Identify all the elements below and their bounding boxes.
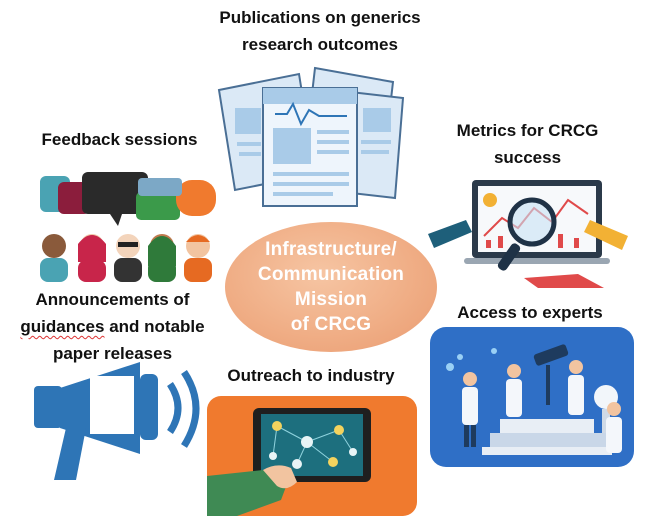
center-mission-oval: Infrastructure/ Communication Mission of… [225, 222, 437, 352]
center-line-1: Infrastructure/ [265, 239, 397, 260]
experts-line-1: Access to experts [457, 303, 603, 322]
scientists-lab-icon [430, 327, 634, 467]
publications-line-1: Publications on generics [219, 8, 421, 27]
experts-label: Access to experts [440, 299, 620, 326]
newspapers-icon [217, 66, 405, 207]
outreach-line-1: Outreach to industry [227, 366, 395, 385]
center-line-4: of CRCG [290, 314, 372, 335]
announcements-label: Announcements of guidances and notable p… [5, 286, 220, 367]
tablet-network-icon [207, 396, 417, 516]
metrics-line-2: success [493, 148, 562, 167]
feedback-line-1: Feedback sessions [41, 130, 198, 149]
center-line-2: Communication [257, 264, 405, 285]
announcements-line-3: paper releases [52, 344, 173, 363]
publications-label: Publications on generics research outcom… [190, 4, 450, 58]
announcements-notable-words: and notable [109, 317, 205, 336]
metrics-line-1: Metrics for CRCG [456, 121, 599, 140]
metrics-label: Metrics for CRCG success [435, 117, 620, 171]
magnifier-chart-icon [428, 180, 628, 288]
speech-bubbles-people-icon [38, 170, 220, 282]
megaphone-icon [34, 362, 200, 480]
center-line-3: Mission [294, 289, 368, 310]
announcements-guidances-word: guidances [20, 317, 105, 336]
outreach-label: Outreach to industry [208, 362, 414, 389]
feedback-label: Feedback sessions [22, 126, 217, 153]
announcements-line-1: Announcements of [35, 290, 190, 309]
announcements-line-2: guidances and notable [5, 313, 220, 340]
publications-line-2: research outcomes [242, 35, 398, 54]
